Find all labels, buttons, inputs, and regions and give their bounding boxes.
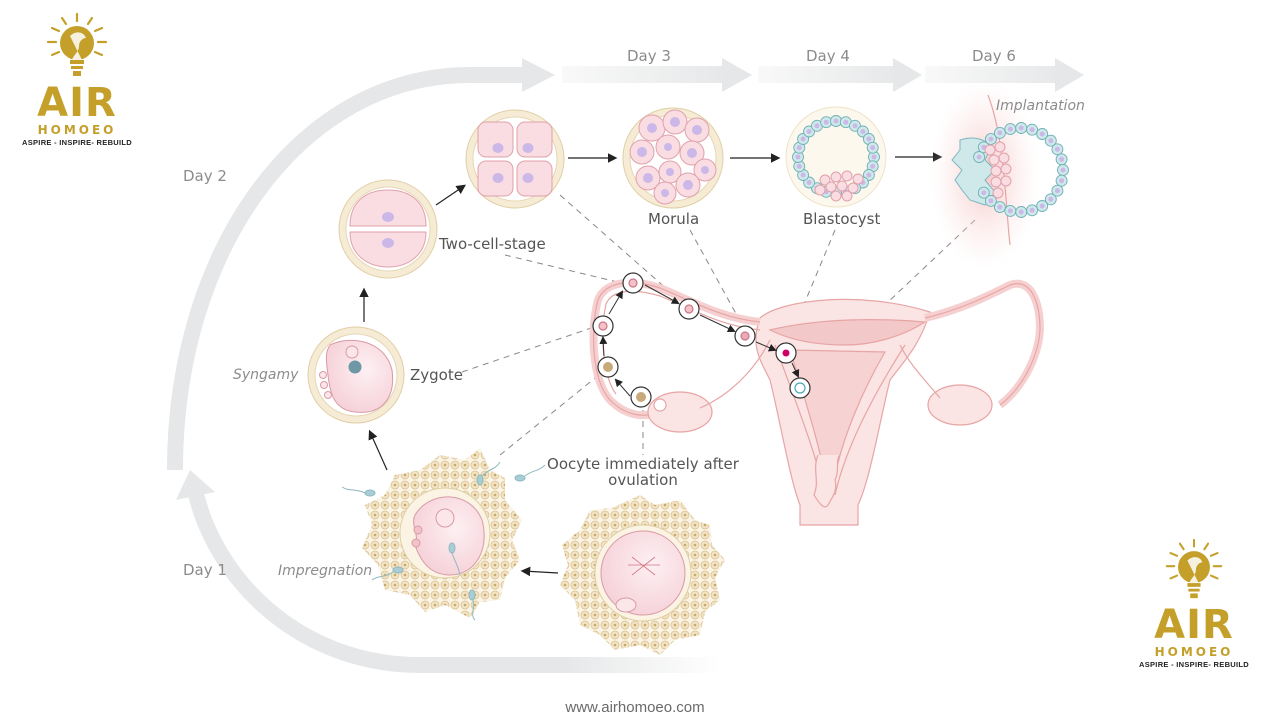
trophoblast-nucleus xyxy=(1048,138,1054,144)
lightbulb-sun-icon xyxy=(46,12,108,76)
trophoblast-nucleus xyxy=(1039,131,1045,137)
day2-label: Day 2 xyxy=(183,167,227,185)
trophoblast-nucleus xyxy=(1054,146,1060,152)
trophoblast-nucleus xyxy=(1007,208,1013,214)
two-cell-illustration xyxy=(338,179,438,279)
arc-arrow-lower xyxy=(187,488,720,673)
logo-sub-text: HOMOEO xyxy=(37,123,117,137)
trophoblast-nucleus xyxy=(1054,188,1060,194)
trophoblast-nucleus xyxy=(860,129,866,134)
trophoblast-nucleus xyxy=(1048,196,1054,202)
trophoblast-nucleus xyxy=(866,136,872,142)
trophoblast-nucleus xyxy=(1059,178,1065,184)
brand-logo-top-left: AIR HOMOEO ASPIRE - INSPIRE- REBUILD xyxy=(12,12,142,149)
oocyte-label-line1: Oocyte immediately after xyxy=(547,455,740,473)
trophoblast-nucleus xyxy=(988,198,994,204)
trophoblast-nucleus xyxy=(1039,203,1045,209)
day4-arrow-shaft xyxy=(758,66,903,83)
tube-path-arrows xyxy=(599,284,800,397)
trophoblast-nucleus xyxy=(866,172,872,178)
logo-brand-text: AIR xyxy=(37,80,117,126)
blastocyst-illustration xyxy=(785,106,887,208)
trophoblast-nucleus xyxy=(1018,209,1024,215)
trophoblast-nucleus xyxy=(814,123,820,129)
two-cell-to-four-cell-arrow xyxy=(435,184,466,206)
trophoblast-nucleus xyxy=(1018,125,1024,131)
trophoblast-nucleus xyxy=(871,154,877,160)
zygote-illustration xyxy=(307,326,405,424)
impregnation-illustration xyxy=(341,448,546,621)
trophoblast-nucleus xyxy=(976,154,982,160)
syngamy-label: Syngamy xyxy=(233,367,299,383)
arc-arrow-upper xyxy=(167,67,525,471)
day3-label: Day 3 xyxy=(627,47,671,65)
trophoblast-nucleus xyxy=(988,136,994,142)
trophoblast-nucleus xyxy=(806,180,812,185)
trophoblast-nucleus xyxy=(843,119,849,125)
uterus-illustration xyxy=(589,278,1045,526)
trophoblast-nucleus xyxy=(823,119,829,125)
trophoblast-nucleus xyxy=(796,163,802,169)
day3-arrow-shaft xyxy=(562,66,732,83)
day6-arrow-shaft xyxy=(925,66,1065,83)
trophoblast-nucleus xyxy=(800,172,806,178)
website-url[interactable]: www.airhomoeo.com xyxy=(565,699,705,716)
trophoblast-nucleus xyxy=(1029,207,1035,213)
blastocyst-label: Blastocyst xyxy=(803,210,880,228)
implantation-illustration xyxy=(930,80,1069,270)
trophoblast-nucleus xyxy=(796,145,802,151)
four-cell-illustration xyxy=(465,109,565,209)
impregnation-label: Impregnation xyxy=(278,563,372,579)
morula-illustration xyxy=(622,107,724,209)
trophoblast-nucleus xyxy=(870,163,876,169)
logo-tagline: ASPIRE - INSPIRE- REBUILD xyxy=(21,138,132,147)
lightbulb-sun-icon xyxy=(1165,538,1223,599)
trophoblast-nucleus xyxy=(997,130,1003,136)
trophoblast-nucleus xyxy=(1029,127,1035,133)
trophoblast-nucleus xyxy=(1007,126,1013,132)
arrowhead-lower xyxy=(176,470,215,500)
impregnation-to-zygote-arrow xyxy=(368,429,388,471)
trophoblast-nucleus xyxy=(852,123,858,129)
cycle-arrows xyxy=(167,58,1084,673)
trophoblast-nucleus xyxy=(795,154,801,160)
two-cell-stage-label: Two-cell-stage xyxy=(438,235,546,253)
trophoblast-nucleus xyxy=(833,118,839,124)
trophoblast-nucleus xyxy=(806,129,812,134)
trophoblast-nucleus xyxy=(981,190,987,196)
trophoblast-nucleus xyxy=(1060,167,1066,173)
day4-label: Day 4 xyxy=(806,47,850,65)
trophoblast-nucleus xyxy=(870,145,876,151)
oocyte-illustration xyxy=(560,495,725,655)
oocyte-to-impregnation-arrow xyxy=(520,566,559,577)
logo-tagline: ASPIRE - INSPIRE- REBUILD xyxy=(1138,660,1249,669)
logo-sub-text: HOMOEO xyxy=(1154,645,1234,659)
zygote-label: Zygote xyxy=(410,366,463,384)
day3-arrowhead xyxy=(722,58,752,92)
day4-arrowhead xyxy=(893,58,922,92)
logo-brand-text: AIR xyxy=(1154,602,1234,648)
trophoblast-nucleus xyxy=(997,204,1003,210)
tube-embryo-markers xyxy=(592,272,811,408)
day6-arrowhead xyxy=(1055,58,1084,92)
brand-logo-bottom-right: AIR HOMOEO ASPIRE - INSPIRE- REBUILD xyxy=(1130,538,1258,671)
oocyte-label-line2: ovulation xyxy=(608,471,678,489)
implantation-label: Implantation xyxy=(996,98,1085,114)
morula-label: Morula xyxy=(648,210,699,228)
arrowhead-upper xyxy=(522,58,555,92)
trophoblast-nucleus xyxy=(1059,156,1065,162)
trophoblast-nucleus xyxy=(800,136,806,142)
day6-label: Day 6 xyxy=(972,47,1016,65)
day1-label: Day 1 xyxy=(183,561,227,579)
